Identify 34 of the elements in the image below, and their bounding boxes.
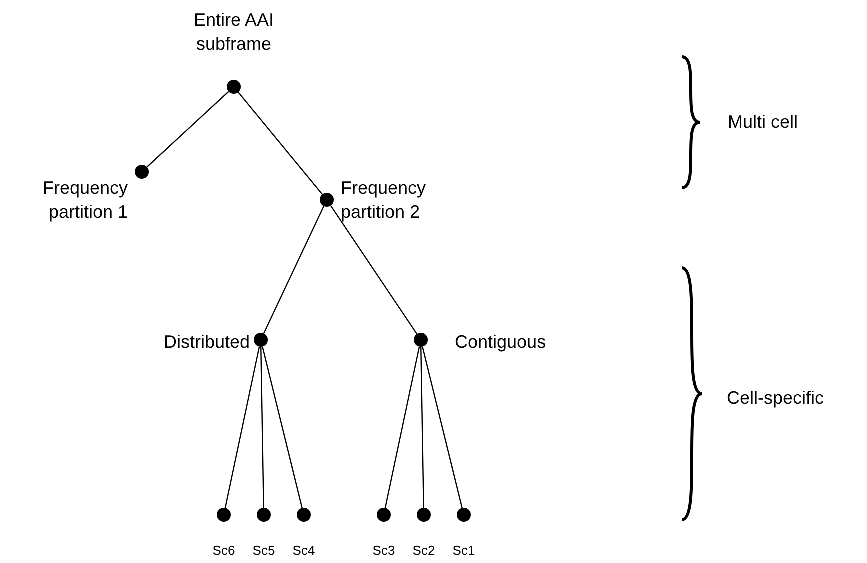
tree-line [146,91,230,168]
brace-label: Cell-specific [727,387,824,410]
node-label: Sc4 [292,543,316,559]
tree-node-dot [254,333,268,347]
tree-line [263,206,325,334]
tree-node-dot [417,508,431,522]
node-label: Sc1 [452,543,476,559]
node-label: Contiguous [455,331,548,354]
tree-node-dot [135,165,149,179]
node-label: Entire AAI subframe [192,9,276,56]
tree-line [260,346,264,508]
tree-line [384,346,420,508]
tree-node-dot [320,193,334,207]
brace-label: Multi cell [728,111,798,134]
node-label: Frequency partition 2 [341,177,428,224]
tree-node-dot [217,508,231,522]
tree-line [330,205,418,335]
tree-node-dot [414,333,428,347]
tree-line [422,346,463,508]
tree-line [420,346,424,508]
node-label: Sc3 [372,543,396,559]
tree-node-dot [257,508,271,522]
node-label: Sc5 [252,543,276,559]
tree-node-dot [377,508,391,522]
tree-node-dot [227,80,241,94]
node-label: Frequency partition 1 [42,177,128,224]
node-label: Distributed [162,331,250,354]
tree-node-dot [457,508,471,522]
node-label: Sc6 [212,543,236,559]
tree-line [238,92,324,195]
tree-node-dot [297,508,311,522]
tree-line [224,346,260,508]
tree-line [262,346,303,508]
node-label: Sc2 [412,543,436,559]
